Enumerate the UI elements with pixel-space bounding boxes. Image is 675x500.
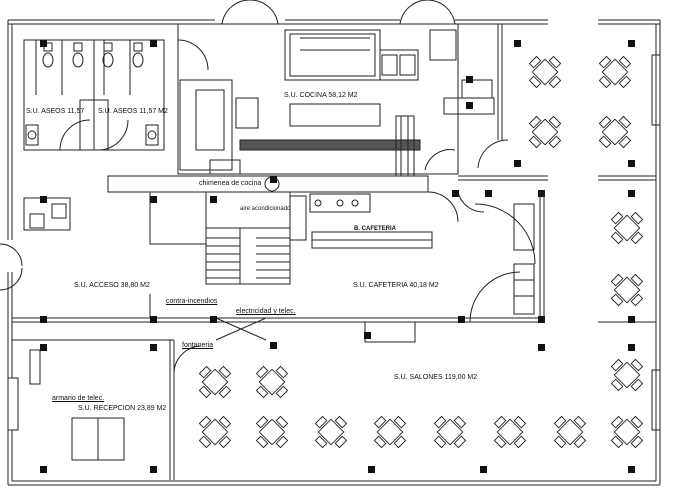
structural-columns <box>40 40 635 473</box>
note-electricidad: electricidad y telec. <box>236 308 296 315</box>
kitchen-area <box>177 0 509 177</box>
room-label-salones: S.U. SALONES 119,00 M2 <box>394 374 478 381</box>
toilets-area <box>23 39 165 151</box>
core-area <box>23 175 485 285</box>
room-label-acceso: S.U. ACCESO 38,80 M2 <box>74 282 150 289</box>
note-barra: B. CAFETERIA <box>354 226 396 232</box>
room-label-aseos-right: S.U. ASEOS 11,57 M2 <box>98 108 168 115</box>
note-chimenea: chimenea de cocina <box>198 180 263 187</box>
outer-walls <box>7 19 661 486</box>
note-aire: aire acondicionado <box>240 206 291 212</box>
note-fontaneria: fontaneria <box>182 342 214 349</box>
partitions <box>0 243 540 480</box>
right-partition <box>458 24 656 323</box>
dining-tables <box>190 47 652 457</box>
note-armario: armario de telec. <box>52 395 105 402</box>
room-label-cocina: S.U. COCINA 58,12 M2 <box>284 92 358 99</box>
room-label-cafeteria: S.U. CAFETERIA 40,18 M2 <box>353 282 439 289</box>
cafeteria-area <box>309 193 536 343</box>
note-contra-incendios: contra-incendios <box>166 298 218 305</box>
room-label-recepcion: S.U. RECEPCION 23,89 M2 <box>78 405 167 412</box>
room-label-aseos-left: S.U. ASEOS 11,57 <box>26 108 85 115</box>
